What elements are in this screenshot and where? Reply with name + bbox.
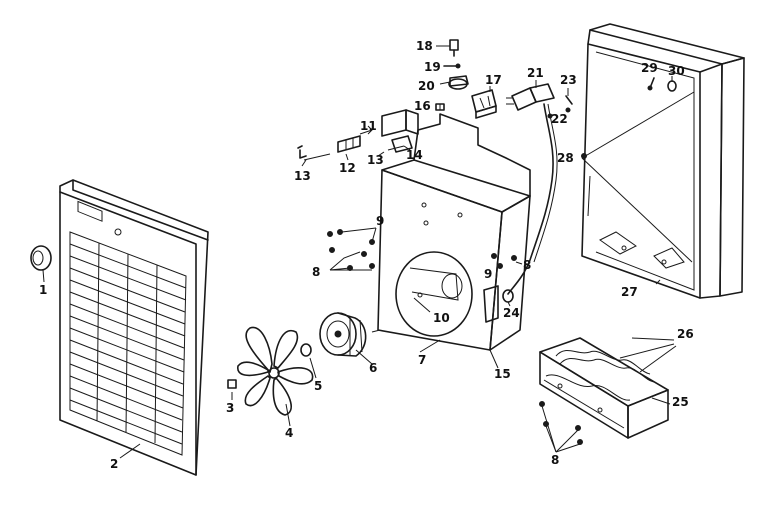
part-thermostat — [471, 86, 497, 119]
callout-8-right: 8 — [523, 258, 531, 272]
part-washer — [300, 343, 317, 379]
part-clip — [435, 103, 445, 111]
part-element-terminals — [619, 337, 677, 373]
callout-28: 28 — [557, 151, 574, 165]
part-mounting-hardware — [581, 76, 677, 159]
part-motor — [319, 312, 373, 365]
callout-1: 1 — [39, 283, 47, 297]
callout-11: 11 — [360, 119, 377, 133]
part-limit-control — [439, 75, 469, 90]
callout-13-right: 13 — [367, 153, 384, 167]
callout-24: 24 — [503, 306, 520, 320]
part-power-cord — [506, 80, 558, 295]
callout-2: 2 — [110, 457, 118, 471]
callout-18: 18 — [416, 39, 433, 53]
callout-labels: 1 2 3 4 5 6 7 8 8 8 9 9 10 11 12 13 13 1… — [39, 39, 694, 471]
part-knob — [30, 245, 52, 283]
callout-6: 6 — [369, 361, 377, 375]
part-heating-element — [539, 337, 671, 439]
callout-27: 27 — [621, 285, 638, 299]
callout-12: 12 — [339, 161, 356, 175]
part-wall-box — [581, 23, 745, 299]
callout-20: 20 — [418, 79, 435, 93]
part-cord-screws — [565, 88, 573, 113]
part-strain-relief — [502, 289, 514, 307]
callout-8-left: 8 — [312, 265, 320, 279]
part-terminal-block — [297, 125, 373, 167]
callout-17: 17 — [485, 73, 502, 87]
part-screws-right — [491, 253, 523, 269]
part-fan-housing — [371, 113, 531, 369]
callout-9-left: 9 — [376, 214, 384, 228]
callout-19: 19 — [424, 60, 441, 74]
callout-22: 22 — [551, 112, 568, 126]
callout-29: 29 — [641, 61, 658, 75]
part-control-bracket — [377, 109, 419, 157]
part-retainer-clip — [443, 63, 461, 69]
callout-4: 4 — [285, 426, 293, 440]
part-fan-blade — [237, 326, 314, 427]
part-shaft-knob — [436, 39, 459, 57]
part-screws-bottom — [539, 401, 583, 453]
callout-13-left: 13 — [294, 169, 311, 183]
callout-7: 7 — [418, 353, 426, 367]
callout-8-bottom: 8 — [551, 453, 559, 467]
callout-9-right: 9 — [484, 267, 492, 281]
part-screws-left — [327, 227, 377, 271]
part-fan-nut — [227, 379, 237, 400]
callout-21: 21 — [527, 66, 544, 80]
callout-10: 10 — [433, 311, 450, 325]
part-front-grille — [59, 179, 209, 476]
callout-14: 14 — [406, 148, 423, 162]
callout-15: 15 — [494, 367, 511, 381]
callout-23: 23 — [560, 73, 577, 87]
callout-30: 30 — [668, 64, 685, 78]
callout-26: 26 — [677, 327, 694, 341]
callout-25: 25 — [672, 395, 689, 409]
callout-3: 3 — [226, 401, 234, 415]
callout-16: 16 — [414, 99, 431, 113]
callout-5: 5 — [314, 379, 322, 393]
